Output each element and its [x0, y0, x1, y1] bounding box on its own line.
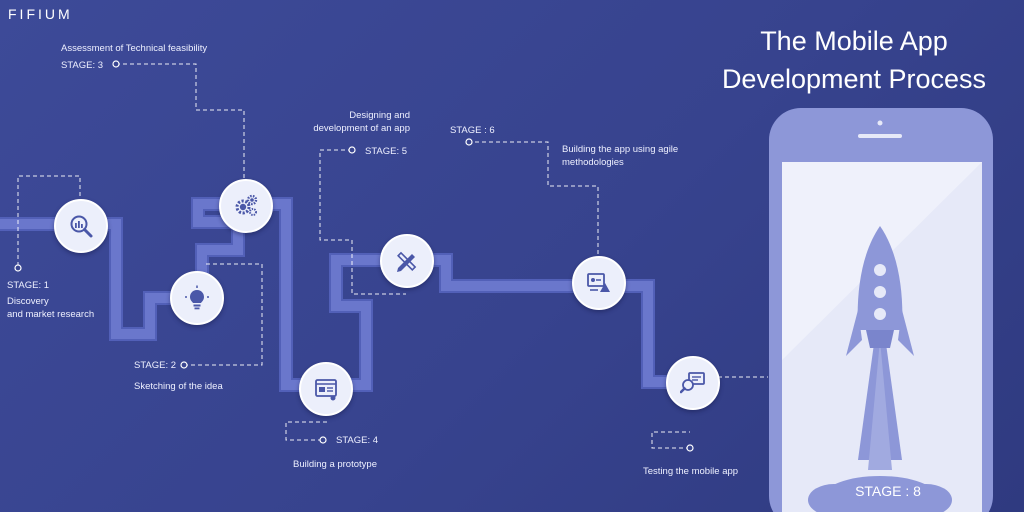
connector-stage-6 [468, 141, 599, 262]
stage-6-label: STAGE : 6 [450, 125, 495, 136]
stage-7-node [666, 356, 720, 410]
stage-4-caption: Building a prototype [293, 459, 377, 470]
stage-4-label: STAGE: 4 [336, 435, 379, 446]
stage-5-caption: Designing and development of an app [313, 110, 410, 134]
prototype-window-icon [315, 379, 337, 401]
connector-dot [14, 264, 22, 272]
gears-icon [235, 194, 258, 216]
pencil-ruler-icon [397, 251, 417, 272]
stage-1-caption: Discovery and market research [7, 296, 95, 320]
page-title: The Mobile App Development Process [721, 26, 987, 94]
stage-4-node [299, 362, 353, 416]
connector-stage-3 [116, 63, 245, 178]
stage-1-node [54, 199, 108, 253]
connector-dot [112, 60, 120, 68]
connector-dot [465, 138, 473, 146]
stage-3-label: STAGE: 3 [61, 60, 104, 71]
rocket-icon [808, 226, 952, 512]
connector-dot [180, 361, 188, 369]
lightbulb-icon [185, 285, 209, 310]
stage-3-caption: Assessment of Technical feasibility [61, 43, 208, 54]
connector-stage-2 [184, 263, 263, 366]
stage-7-caption: Testing the mobile app [643, 466, 739, 477]
stage-2-node [170, 271, 224, 325]
connector-stage-7 [651, 431, 690, 449]
connector-stage-1 [17, 175, 81, 266]
brand-logo: FIFIUM [8, 6, 73, 22]
connector-stage-5 [319, 149, 406, 295]
connector-dot [348, 146, 356, 154]
phone-speaker [858, 134, 902, 138]
testing-monitor-icon [680, 372, 705, 394]
stage-5-label: STAGE: 5 [365, 146, 408, 157]
agile-board-icon [587, 273, 610, 292]
stage-5-node [380, 234, 434, 288]
connector-stage-4 [285, 421, 330, 441]
stage-2-caption: Sketching of the idea [134, 381, 223, 392]
stage-1-label: STAGE: 1 [7, 280, 50, 291]
stage-6-node [572, 256, 626, 310]
phone-camera [877, 120, 883, 126]
stage-3-node [219, 179, 273, 233]
connector-dot [319, 436, 327, 444]
stage-8-label: STAGE : 8 [855, 483, 921, 499]
connector-dot [686, 444, 694, 452]
magnifier-chart-icon [70, 215, 93, 238]
stage-2-label: STAGE: 2 [134, 360, 177, 371]
stage-6-caption: Building the app using agile methodologi… [562, 144, 679, 168]
